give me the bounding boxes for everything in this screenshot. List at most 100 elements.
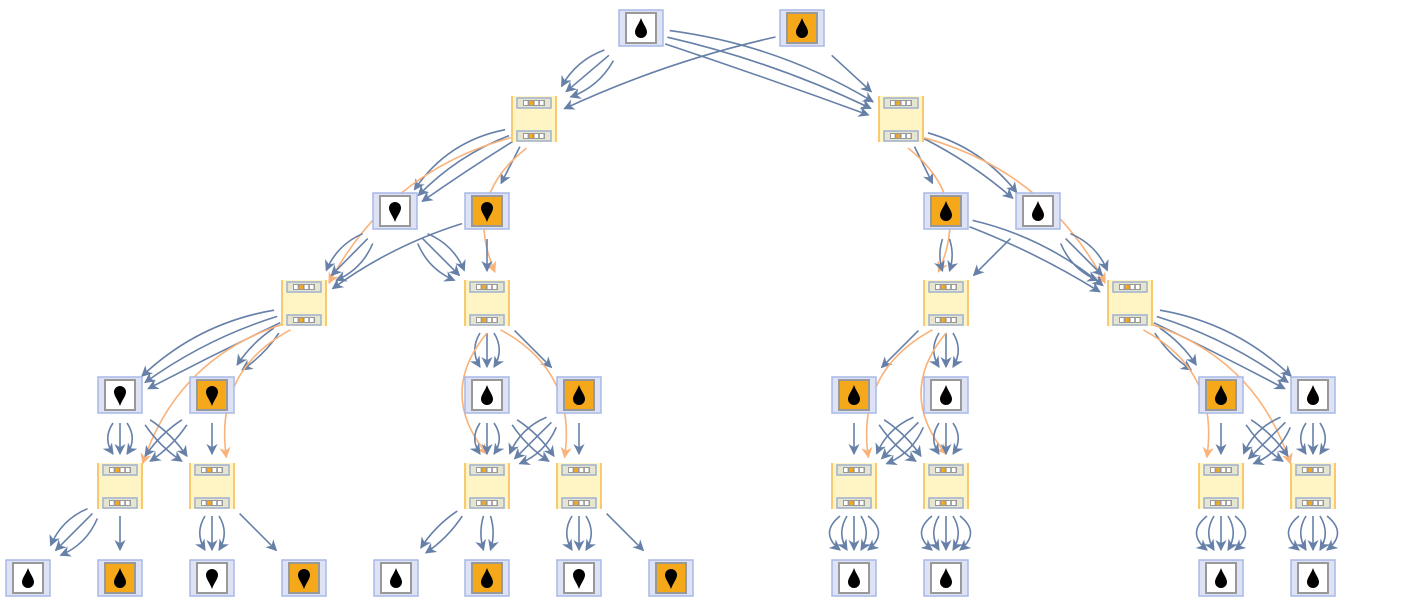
event-node[interactable] (281, 559, 327, 597)
transition-edge (518, 426, 558, 465)
register-cell (207, 501, 211, 505)
event-node[interactable] (923, 376, 969, 414)
state-node[interactable] (1198, 463, 1244, 509)
state-node[interactable] (281, 280, 327, 326)
state-node[interactable] (464, 463, 510, 509)
event-node[interactable] (189, 559, 235, 597)
transition-edge (325, 232, 364, 272)
event-node[interactable] (189, 376, 235, 414)
state-node[interactable] (189, 463, 235, 509)
event-node[interactable] (618, 9, 664, 47)
register-cell (202, 468, 206, 472)
drop-icon (796, 18, 808, 38)
register-cell (936, 468, 940, 472)
register-cell (1318, 501, 1323, 505)
event-node[interactable] (97, 376, 143, 414)
register-cells (523, 133, 545, 139)
transition-edge (561, 515, 573, 551)
state-node[interactable] (831, 463, 877, 509)
event-node[interactable] (779, 9, 825, 47)
state-node[interactable] (464, 280, 510, 326)
transition-edge (1319, 515, 1331, 551)
state-node[interactable] (1107, 280, 1153, 326)
event-node[interactable] (372, 192, 418, 230)
register-cell (1308, 468, 1312, 472)
transition-edge (563, 36, 776, 110)
event-node[interactable] (831, 559, 877, 597)
transition-edge (493, 332, 505, 368)
drop-icon (114, 386, 126, 406)
register-cell (115, 501, 119, 505)
register-cells (1210, 500, 1232, 506)
register-cells (201, 500, 223, 506)
register-cell (482, 501, 486, 505)
state-node[interactable] (878, 96, 924, 142)
transition-edge (928, 515, 940, 551)
transition-edge (878, 424, 917, 462)
transition-edge (585, 515, 597, 551)
event-node[interactable] (923, 559, 969, 597)
event-node[interactable] (464, 192, 510, 230)
transition-edge (218, 515, 230, 551)
register-cell (492, 285, 497, 289)
register-cell (896, 101, 900, 105)
transition-edge (416, 243, 456, 282)
state-node[interactable] (1290, 463, 1336, 509)
event-node[interactable] (648, 559, 694, 597)
state-node[interactable] (97, 463, 143, 509)
register-cells (1210, 467, 1232, 473)
register-cell (482, 285, 486, 289)
event-node[interactable] (556, 559, 602, 597)
state-evolution-edge (219, 329, 291, 459)
drop-icon (481, 385, 493, 405)
drop-icon (1215, 568, 1227, 588)
state-node[interactable] (556, 463, 602, 509)
register-cells (1302, 500, 1324, 506)
drop-icon (635, 18, 647, 38)
event-node[interactable] (1290, 376, 1336, 414)
event-node[interactable] (1015, 192, 1061, 230)
register-cell (524, 101, 528, 105)
transition-edge (1059, 243, 1099, 282)
transition-edge (149, 424, 188, 462)
register-cell (946, 285, 951, 289)
event-node[interactable] (373, 559, 419, 597)
event-node[interactable] (923, 192, 969, 230)
drop-icon (481, 202, 493, 222)
register-cell (492, 468, 497, 472)
state-node[interactable] (923, 463, 969, 509)
register-cell (309, 285, 314, 289)
transition-edge (330, 238, 369, 277)
event-node[interactable] (5, 559, 51, 597)
event-node[interactable] (1290, 559, 1336, 597)
transition-edge (952, 515, 964, 551)
transition-edge (493, 422, 505, 455)
register-cell (951, 318, 956, 322)
register-cell (896, 134, 900, 138)
transition-edge (934, 238, 945, 273)
transition-edge (427, 232, 466, 272)
event-node[interactable] (464, 376, 510, 414)
state-evolution-edge (500, 329, 572, 459)
transition-edge (475, 515, 486, 552)
register-cells (890, 133, 912, 139)
event-node[interactable] (556, 376, 602, 414)
register-cell (951, 468, 956, 472)
register-cell (584, 501, 589, 505)
transition-edge (516, 419, 555, 458)
register-cells (109, 500, 131, 506)
event-node[interactable] (464, 559, 510, 597)
register-cells (935, 467, 957, 473)
transition-edge (569, 60, 615, 99)
register-cell (891, 101, 895, 105)
register-cell (529, 134, 533, 138)
register-cell (854, 468, 859, 472)
state-node[interactable] (923, 280, 969, 326)
event-node[interactable] (831, 376, 877, 414)
state-node[interactable] (511, 96, 557, 142)
register-cell (574, 468, 578, 472)
event-node[interactable] (97, 559, 143, 597)
event-node[interactable] (1198, 376, 1244, 414)
register-cell (849, 468, 853, 472)
event-node[interactable] (1198, 559, 1244, 597)
